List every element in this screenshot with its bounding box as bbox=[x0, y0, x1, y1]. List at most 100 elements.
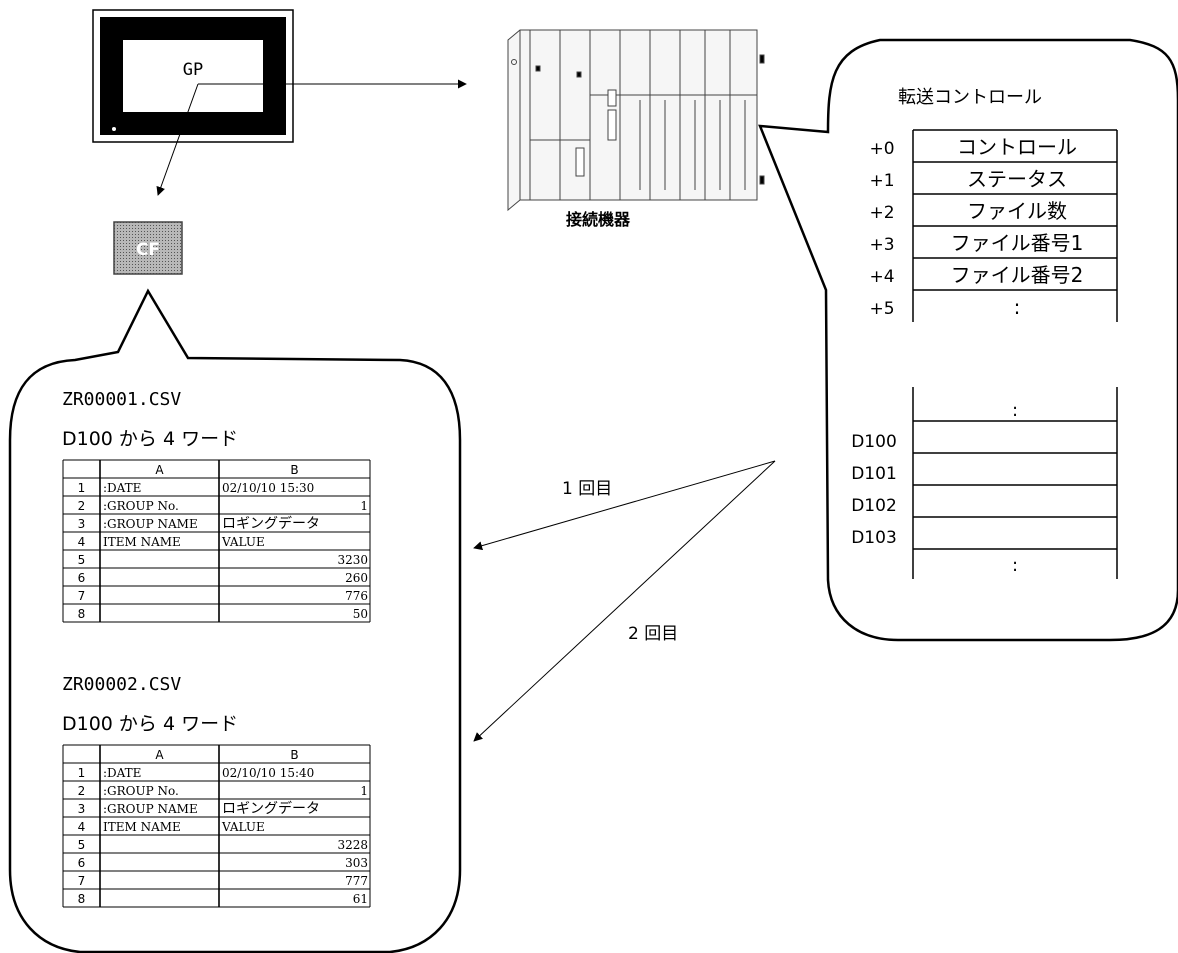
cell-b: 777 bbox=[345, 874, 368, 888]
csv-row: 8 61 bbox=[78, 892, 368, 906]
device-label: D100 bbox=[851, 432, 897, 452]
transfer-row: +3 ファイル番号1 bbox=[869, 226, 1118, 259]
transfer-row-name: コントロール bbox=[957, 135, 1077, 159]
row-number: 8 bbox=[78, 892, 86, 906]
row-number: 4 bbox=[78, 535, 86, 549]
cell-a: ITEM NAME bbox=[103, 535, 181, 549]
cf-card-icon: CF bbox=[113, 221, 183, 275]
device-label: D103 bbox=[851, 528, 897, 548]
column-header: B bbox=[290, 463, 298, 477]
transfer-row-offset: +5 bbox=[869, 299, 894, 319]
cell-b: 260 bbox=[345, 571, 368, 585]
device-dots: : bbox=[1012, 555, 1018, 576]
cell-a: :GROUP No. bbox=[103, 499, 179, 513]
row-number: 2 bbox=[78, 784, 86, 798]
csv-file-name: ZR00001.CSV bbox=[62, 389, 181, 410]
cell-b: 1 bbox=[360, 784, 368, 798]
cell-a: :GROUP NAME bbox=[103, 517, 198, 531]
row-number: 5 bbox=[78, 838, 86, 852]
row-number: 3 bbox=[78, 517, 86, 531]
cell-b: 02/10/10 15:30 bbox=[222, 481, 314, 495]
first-transfer-label: 1 回目 bbox=[562, 479, 612, 499]
csv-file: ZR00002.CSV D100 から 4 ワード A B 1 :DATE 02/10/10… bbox=[62, 674, 371, 908]
csv-row: 4 ITEM NAME VALUE bbox=[78, 820, 265, 834]
column-header: A bbox=[155, 463, 164, 477]
cell-b: ロギングデータ bbox=[222, 800, 320, 817]
csv-row: 2:GROUP No.1 bbox=[78, 499, 368, 513]
transfer-row: +5: bbox=[869, 290, 1118, 322]
row-number: 1 bbox=[78, 481, 86, 495]
cell-a: :DATE bbox=[103, 481, 141, 495]
cell-b: 303 bbox=[345, 856, 368, 870]
cell-b: 61 bbox=[353, 892, 368, 906]
row-number: 2 bbox=[78, 499, 86, 513]
cell-b: VALUE bbox=[221, 535, 265, 549]
csv-row: 1 :DATE 02/10/10 15:30 bbox=[78, 481, 315, 495]
column-header: B bbox=[290, 748, 298, 762]
cell-b: ロギングデータ bbox=[222, 515, 320, 532]
device-label: D102 bbox=[851, 496, 897, 516]
cell-b: 50 bbox=[353, 607, 368, 621]
transfer-dots: : bbox=[1012, 400, 1018, 421]
csv-file-name: ZR00002.CSV bbox=[62, 674, 181, 695]
csv-row: 7 776 bbox=[78, 589, 368, 603]
csv-row: 3 :GROUP NAME ロギングデータ bbox=[78, 515, 320, 532]
plc-label: 接続機器 bbox=[566, 210, 631, 229]
column-header: A bbox=[155, 748, 164, 762]
row-number: 6 bbox=[78, 856, 86, 870]
gp-label: GP bbox=[183, 60, 203, 80]
transfer-row-name: : bbox=[1014, 295, 1021, 319]
gp-display: GP bbox=[92, 9, 294, 143]
transfer-row-offset: +3 bbox=[869, 235, 894, 255]
plc-rack-icon bbox=[507, 29, 765, 212]
row-number: 1 bbox=[78, 766, 86, 780]
cell-a: :DATE bbox=[103, 766, 141, 780]
cell-b: 3228 bbox=[337, 838, 368, 852]
csv-row: 8 50 bbox=[78, 607, 368, 621]
csv-row: 5 3230 bbox=[78, 553, 368, 567]
csv-row: 3 :GROUP NAME ロギングデータ bbox=[78, 800, 320, 817]
cell-b: 3230 bbox=[337, 553, 368, 567]
csv-row: 5 3228 bbox=[78, 838, 368, 852]
row-number: 4 bbox=[78, 820, 86, 834]
row-number: 5 bbox=[78, 553, 86, 567]
cell-b: 02/10/10 15:40 bbox=[222, 766, 314, 780]
first-transfer-arrow bbox=[473, 460, 776, 551]
csv-row: 1 :DATE 02/10/10 15:40 bbox=[78, 766, 315, 780]
csv-row: 6 260 bbox=[78, 571, 368, 585]
cf-label: CF bbox=[136, 240, 160, 260]
transfer-bubble bbox=[758, 38, 1178, 642]
device-row: D101 bbox=[851, 452, 1118, 485]
transfer-row: +2 ファイル数 bbox=[869, 194, 1118, 227]
transfer-row-name: ファイル番号1 bbox=[951, 231, 1084, 255]
csv-row: 4 ITEM NAME VALUE bbox=[78, 535, 265, 549]
transfer-title: 転送コントロール bbox=[898, 87, 1042, 108]
csv-file-caption: D100 から 4 ワード bbox=[62, 713, 238, 735]
row-number: 8 bbox=[78, 607, 86, 621]
row-number: 7 bbox=[78, 874, 86, 888]
row-number: 6 bbox=[78, 571, 86, 585]
transfer-row-offset: +4 bbox=[869, 267, 894, 287]
csv-table: A B 1 :DATE 02/10/10 15:30 2 :GROUP No. 1 3 :GROU… bbox=[62, 459, 371, 623]
csv-file-caption: D100 から 4 ワード bbox=[62, 428, 238, 450]
device-row: D100 bbox=[851, 420, 1118, 453]
gp-to-cf-arrow bbox=[156, 83, 199, 196]
row-number: 3 bbox=[78, 802, 86, 816]
row-number: 7 bbox=[78, 589, 86, 603]
cell-b: 776 bbox=[345, 589, 368, 603]
transfer-row-name: ステータス bbox=[967, 167, 1067, 191]
transfer-row-name: ファイル数 bbox=[967, 199, 1067, 223]
cell-b: VALUE bbox=[221, 820, 265, 834]
device-row: D103 bbox=[851, 516, 1118, 549]
cell-a: ITEM NAME bbox=[103, 820, 181, 834]
csv-row: 2:GROUP No.1 bbox=[78, 784, 368, 798]
transfer-row-offset: +2 bbox=[869, 203, 894, 223]
cell-a: :GROUP NAME bbox=[103, 802, 198, 816]
csv-row: 6 303 bbox=[78, 856, 368, 870]
